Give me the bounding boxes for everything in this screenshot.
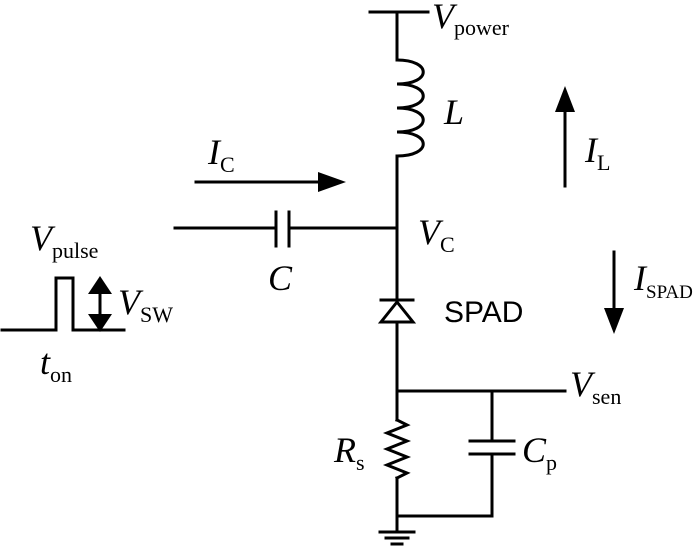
capacitor-c-branch [173, 210, 399, 248]
label-v-sen: Vsen [570, 364, 621, 409]
label-r-s: Rs [333, 430, 365, 475]
spad-diode-symbol [377, 298, 417, 393]
label-i-l: IL [584, 130, 610, 175]
inductor-symbol [395, 58, 425, 158]
pulse-waveform [0, 276, 126, 332]
label-v-sw: VSW [118, 282, 173, 327]
power-rail [368, 10, 430, 62]
label-c-p: Cp [522, 430, 557, 475]
capacitor-cp-branch [395, 389, 516, 518]
label-v-power: Vpower [432, 0, 510, 40]
label-t-on: ton [40, 342, 72, 387]
il-arrow [555, 86, 575, 188]
label-capacitor: C [268, 258, 293, 298]
ispad-arrow [604, 250, 624, 334]
resistor-rs-symbol [382, 389, 412, 534]
label-i-c: IC [207, 132, 235, 177]
label-v-pulse: Vpulse [30, 218, 98, 263]
label-inductor: L [443, 92, 464, 132]
ground-symbol [378, 530, 416, 546]
ic-arrow [194, 172, 346, 192]
label-i-spad: ISPAD [633, 258, 693, 303]
label-v-c: VC [418, 212, 455, 257]
vsw-double-arrow [88, 276, 112, 332]
label-spad: SPAD [444, 296, 523, 329]
